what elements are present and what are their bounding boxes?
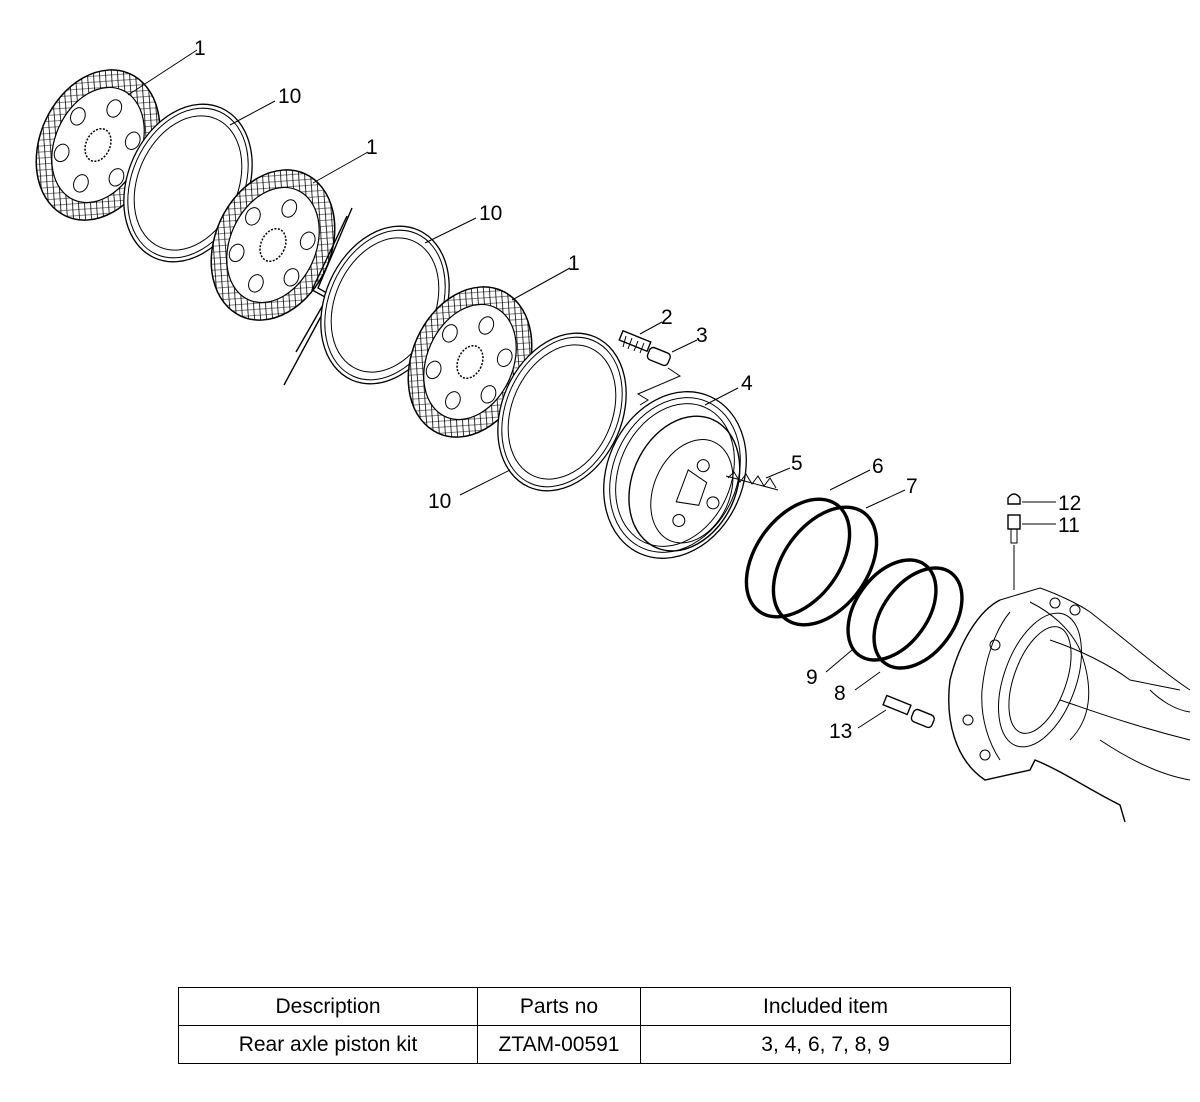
seal-ring-6: [744, 497, 852, 619]
table-header-row: Description Parts no Included item: [178, 987, 1011, 1026]
break-line: [283, 207, 353, 386]
leader-lines: [127, 49, 1056, 729]
callout-label: 5: [791, 452, 803, 475]
callout-label: 1: [194, 37, 206, 60]
callout-label: 11: [1058, 514, 1080, 537]
callout-label: 10: [278, 85, 301, 108]
table-row: Rear axle piston kit ZTAM-00591 3, 4, 6,…: [178, 1025, 1011, 1064]
callout-label: 9: [806, 666, 818, 689]
callout-label: 10: [428, 490, 451, 513]
exploded-parts-diagram: 1 10 1 10 1 10 2 3 4 5 6 7 12 11 9 8 13: [35, 37, 1191, 823]
callout-label: 1: [366, 136, 378, 159]
steel-plate-10: [497, 332, 627, 492]
callout-label: 8: [834, 682, 846, 705]
parts-kit-table: Description Parts no Included item Rear …: [178, 987, 1011, 1064]
callout-label: 3: [696, 324, 708, 347]
table-cell: Rear axle piston kit: [178, 1025, 478, 1064]
bolt-13: [882, 694, 935, 729]
callout-label: 6: [872, 455, 884, 478]
sleeve-3: [636, 346, 682, 406]
callout-label: 7: [906, 475, 918, 498]
bleeder-fitting-11: [1007, 514, 1021, 590]
callout-label: 1: [568, 252, 580, 275]
table-cell: 3, 4, 6, 7, 8, 9: [640, 1025, 1011, 1064]
piston-4: [603, 391, 747, 559]
column-header: Description: [178, 987, 478, 1026]
table-cell: ZTAM-00591: [477, 1025, 641, 1064]
callout-label: 12: [1058, 492, 1081, 515]
callout-label: 13: [829, 720, 852, 743]
column-header: Parts no: [477, 987, 641, 1026]
callout-label: 10: [479, 202, 502, 225]
plug-12: [1007, 493, 1021, 505]
friction-disc-1: [210, 169, 336, 321]
callout-label: 2: [661, 306, 673, 329]
seal-ring-9: [846, 558, 938, 662]
bolt-2: [618, 329, 652, 354]
seal-ring-8: [872, 566, 964, 670]
column-header: Included item: [640, 987, 1011, 1026]
axle-housing: [948, 587, 1191, 823]
friction-disc-1: [407, 286, 533, 438]
callout-label: 4: [741, 372, 753, 395]
bolt-5: [725, 471, 779, 491]
seal-ring-7: [771, 505, 879, 627]
